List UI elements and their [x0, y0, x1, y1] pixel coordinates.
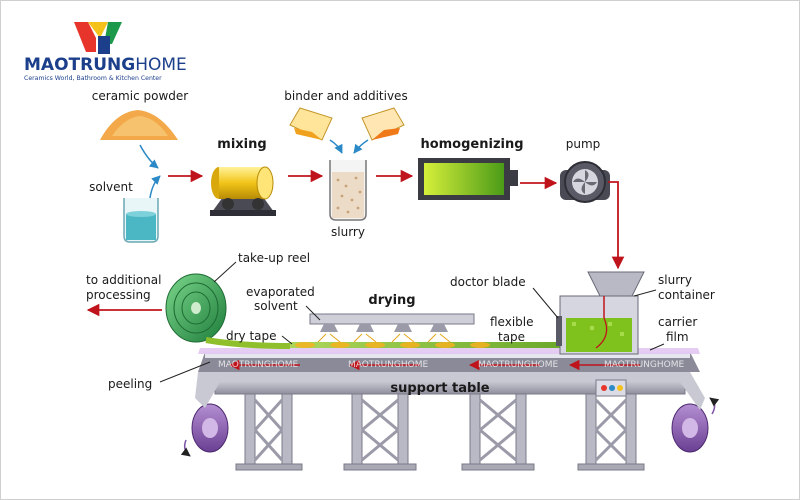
to-additional-label-1: to additional [86, 273, 161, 287]
doctor-blade [556, 316, 562, 346]
ceramic-powder-pile [100, 110, 178, 140]
binder-beaker-right [361, 107, 405, 141]
binder-left-arrow [329, 139, 343, 154]
slurry-label: slurry [331, 225, 365, 239]
flexible-tape-label-1: flexible [490, 315, 534, 329]
right-roller [671, 403, 709, 453]
watermark-4: MAOTRUNGHOME [604, 360, 685, 370]
solvent-label: solvent [89, 180, 133, 194]
take-up-reel-leader [213, 261, 237, 283]
brand-logo: MAOTRUNGHOME Ceramics World, Bathroom & … [24, 22, 187, 82]
solvent-to-mixer-arrow [149, 175, 161, 199]
carrier-film-label-2: film [666, 330, 689, 344]
drying-glow [295, 342, 490, 348]
carrier-film-leader [649, 343, 665, 351]
peeling-leader [159, 361, 211, 383]
slurry-container-label-1: slurry [658, 273, 692, 287]
flexible-tape-label-2: tape [498, 330, 525, 344]
dryer-hood [309, 313, 475, 343]
take-up-reel [165, 273, 291, 349]
slurry-beaker [329, 160, 367, 221]
homogenizing-label: homogenizing [420, 137, 523, 152]
left-roller [191, 403, 229, 453]
binder-right-arrow [353, 139, 369, 154]
watermark-3: MAOTRUNGHOME [478, 360, 559, 370]
binder-beaker-left [289, 107, 333, 141]
logo-brand-light: HOME [135, 55, 187, 75]
homogenizer [418, 158, 518, 200]
powder-to-mixer-arrow [139, 144, 159, 169]
dry-tape-leader [281, 335, 293, 345]
right-roller-rotation-arrow [709, 397, 720, 415]
evaporated-solvent-label-2: solvent [254, 299, 298, 313]
control-panel [595, 379, 627, 397]
carrier-film-label-1: carrier [658, 315, 697, 329]
pump [560, 161, 610, 203]
left-roller-rotation-arrow [180, 439, 191, 457]
peeling-label: peeling [108, 377, 152, 391]
to-additional-label-2: processing [86, 288, 151, 302]
slurry-container-leader [633, 289, 657, 297]
solvent-beaker [123, 198, 159, 243]
watermarks: MAOTRUNGHOME MAOTRUNGHOME MAOTRUNGHOME M… [218, 360, 685, 370]
binder-additives-label: binder and additives [284, 89, 407, 103]
watermark-2: MAOTRUNGHOME [348, 360, 429, 370]
mixing-drum [210, 166, 276, 216]
logo-blue-shape [98, 36, 110, 54]
drying-label: drying [368, 293, 415, 308]
dry-tape-label: dry tape [226, 329, 277, 343]
mixing-label: mixing [217, 137, 266, 152]
evaporated-leader [305, 305, 321, 321]
watermark-1: MAOTRUNGHOME [218, 360, 299, 370]
logo-brand-bold: MAOTRUNG [24, 55, 135, 75]
ceramic-powder-label: ceramic powder [92, 89, 188, 103]
support-table-label: support table [390, 381, 489, 396]
svg-text:MAOTRUNGHOME: MAOTRUNGHOME [24, 55, 187, 75]
pump-to-container-arrow [608, 181, 625, 270]
logo-red-shape [74, 22, 96, 52]
doctor-blade-leader [532, 287, 559, 319]
logo-tagline: Ceramics World, Bathroom & Kitchen Cente… [24, 75, 162, 82]
flexible-tape [285, 342, 565, 348]
evaporated-solvent-label-1: evaporated [246, 285, 315, 299]
slurry-container-label-2: container [658, 288, 715, 302]
logo-yellow-shape [88, 22, 108, 38]
take-up-reel-label: take-up reel [238, 251, 310, 265]
pump-label: pump [566, 137, 601, 151]
doctor-blade-label: doctor blade [450, 275, 526, 289]
slurry-container [559, 271, 645, 355]
